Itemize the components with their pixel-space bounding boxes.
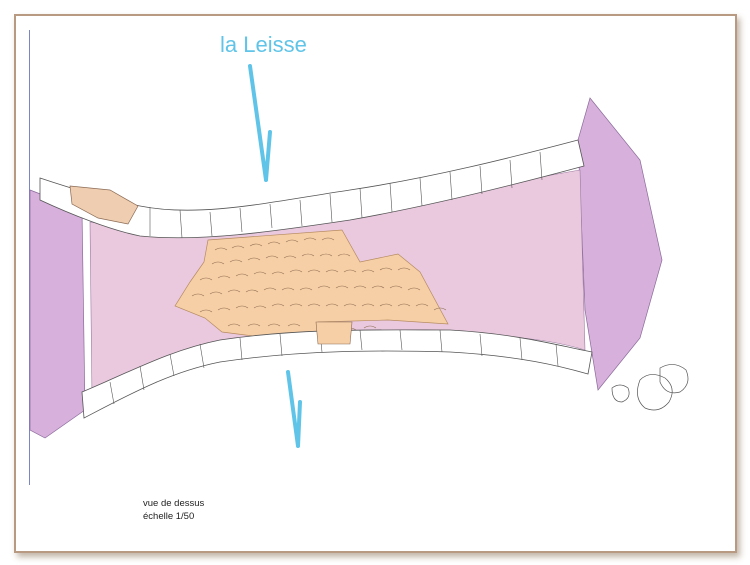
downstream-parapet-joints [109, 329, 559, 405]
left-stone-patch [69, 185, 139, 225]
drawing-caption: vue de dessus échelle 1/50 [143, 497, 204, 523]
paving-stones [191, 237, 447, 335]
right-abutment [577, 97, 663, 391]
downstream-parapet [81, 329, 593, 419]
upstream-parapet-joints [149, 151, 543, 239]
riverbank-rocks [611, 364, 689, 411]
flow-arrow-downstream [286, 370, 302, 448]
left-abutment [29, 189, 86, 439]
river-name-label: la Leisse [220, 32, 307, 57]
downstream-stone-patch [315, 321, 353, 345]
flow-arrow-upstream [248, 64, 272, 182]
upstream-parapet [39, 139, 585, 239]
margin-line [29, 30, 30, 485]
scale-label: échelle 1/50 [143, 511, 195, 522]
view-label: vue de dessus [143, 498, 205, 509]
